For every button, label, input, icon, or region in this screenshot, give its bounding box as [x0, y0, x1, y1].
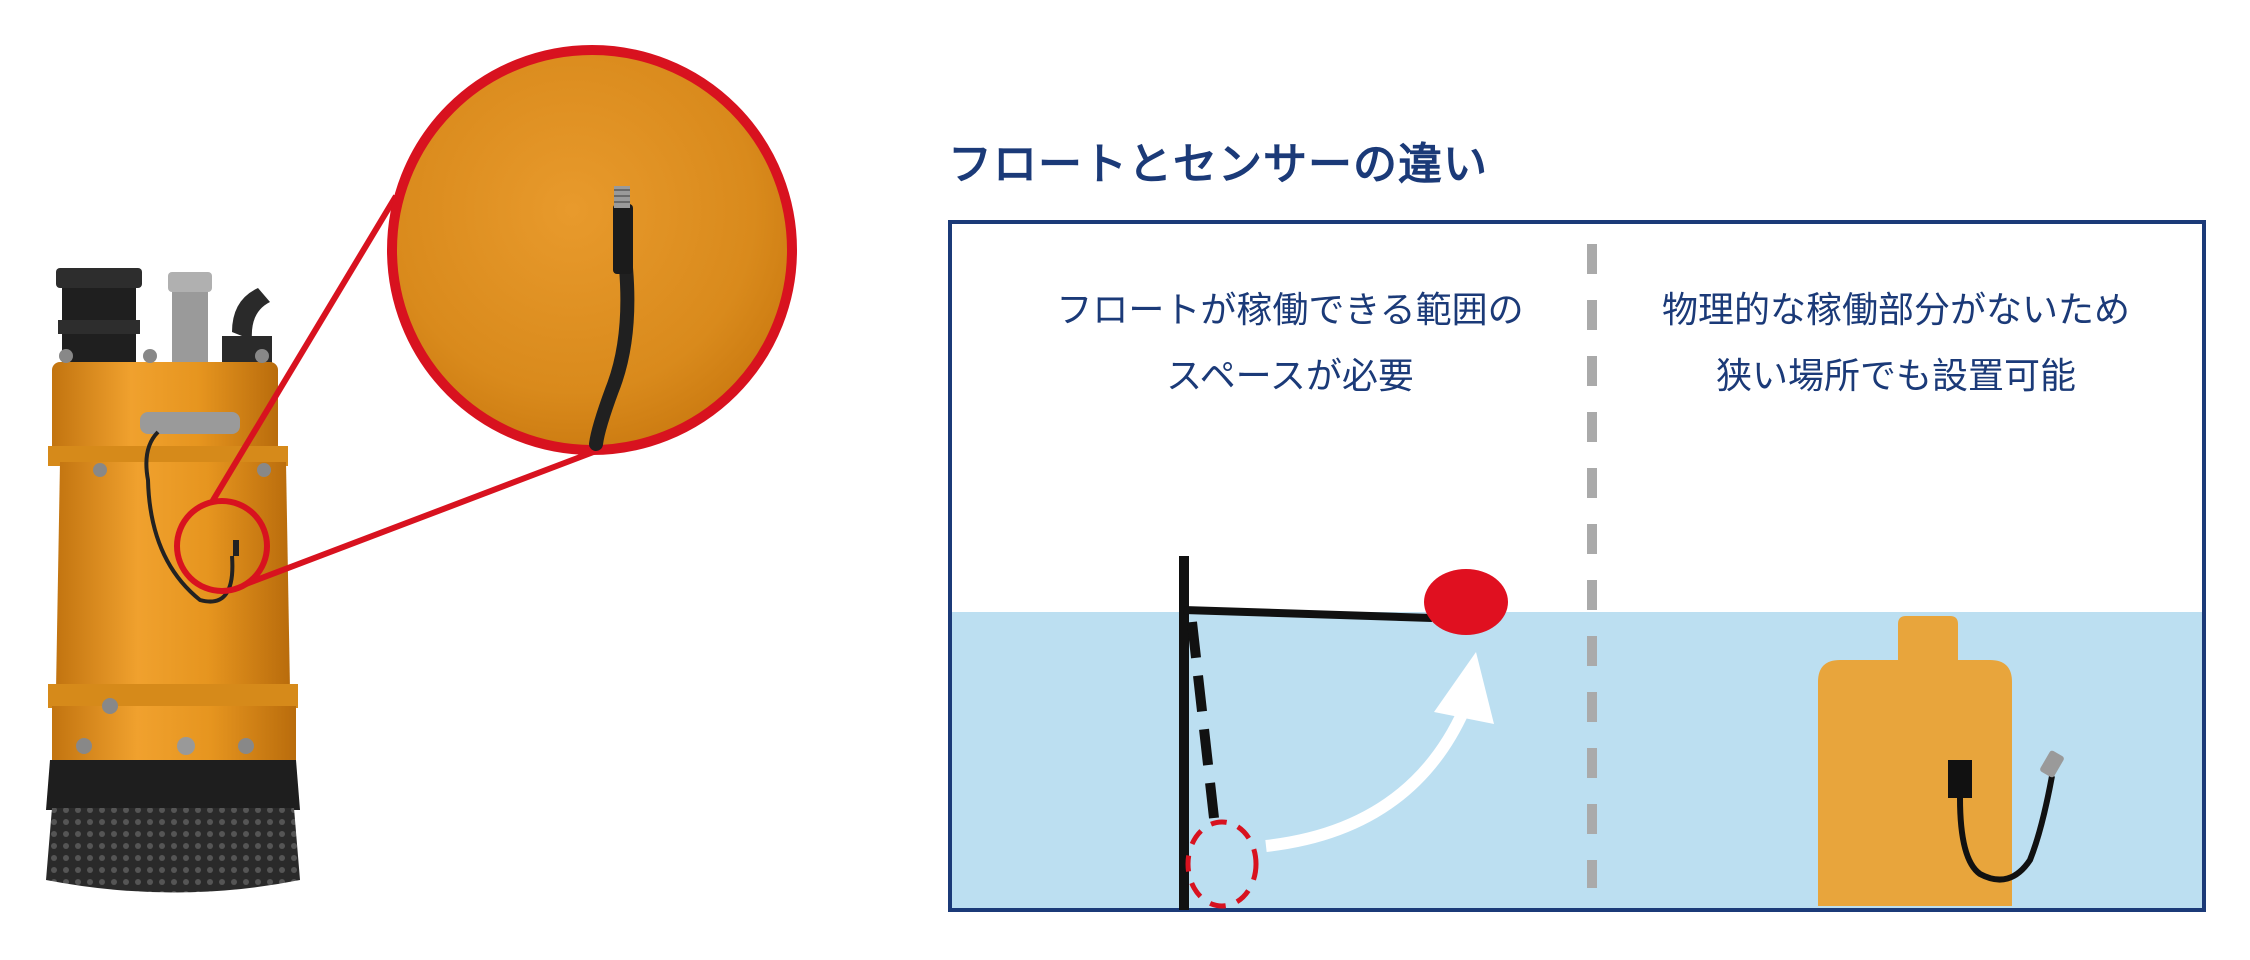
pump-image — [46, 268, 300, 893]
float-caption: フロートが稼働できる範囲の スペースが必要 — [990, 278, 1590, 410]
float-movement-arrow — [1265, 707, 1470, 852]
sensor-block — [1948, 760, 1972, 798]
sensor-caption-line-1: 物理的な稼働部分がないため — [1661, 290, 2130, 331]
float-caption-line-2: スペースが必要 — [1166, 356, 1414, 397]
float-switch-diagram — [1179, 556, 1508, 910]
water-area — [952, 612, 2204, 908]
sensor-tip — [2040, 750, 2064, 778]
float-previous-position — [1185, 819, 1259, 909]
sensor-caption-line-2: 狭い場所でも設置可能 — [1715, 356, 2076, 397]
diagram-heading: フロートとセンサーの違い — [948, 139, 1488, 190]
sensor-highlight-circle — [174, 498, 270, 594]
float-ball — [1424, 569, 1508, 635]
float-caption-line-1: フロートが稼働できる範囲の — [1056, 290, 1524, 331]
sensor-zoom-circle — [387, 45, 797, 455]
zoom-connector-lines — [209, 194, 606, 587]
sensor-caption: 物理的な稼働部分がないため 狭い場所でも設置可能 — [1616, 278, 2176, 410]
sensor-pump-diagram — [1818, 616, 2064, 906]
diagram-frame — [948, 220, 2206, 912]
